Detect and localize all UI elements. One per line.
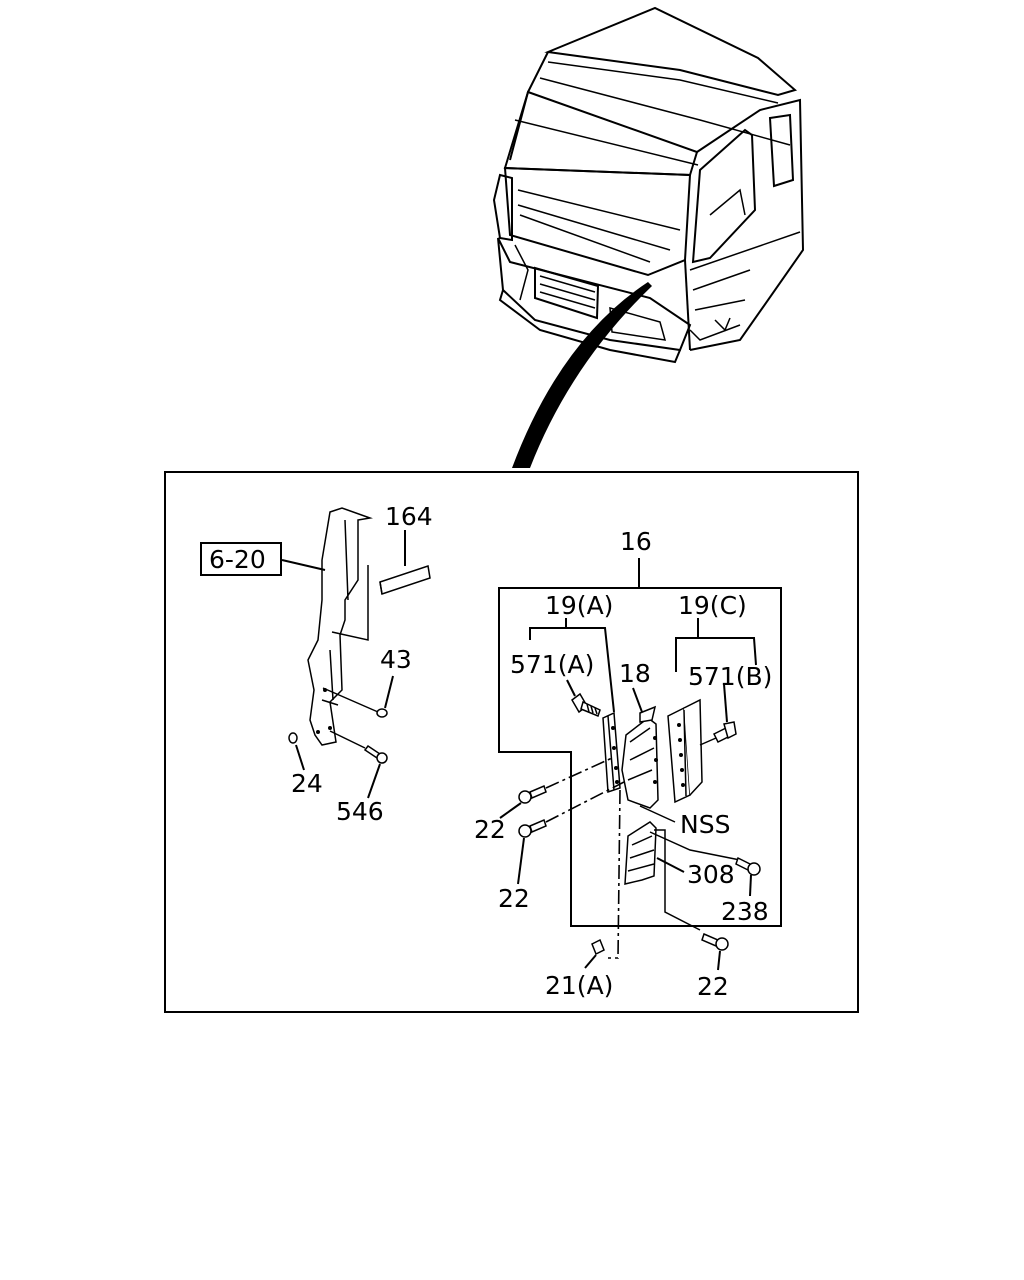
clip-21a-icon	[591, 938, 605, 956]
label-24: 24	[291, 769, 323, 798]
callout-pointer	[512, 282, 652, 468]
screw-22-bottom-icon	[701, 932, 729, 951]
label-571b: 571(B)	[688, 662, 772, 691]
screw-238-icon	[735, 856, 761, 876]
label-22-middle: 22	[498, 884, 530, 913]
label-546: 546	[336, 797, 384, 826]
pillar-panel-group	[281, 507, 431, 799]
side-cover-group	[498, 558, 782, 971]
reference-box-6-20	[200, 542, 282, 576]
detail-frame	[164, 471, 859, 1013]
label-22-bottom: 22	[697, 972, 729, 1001]
bolt-571b-icon	[699, 721, 737, 746]
screw-546-icon	[363, 744, 388, 764]
screw-22-middle-icon	[518, 818, 547, 838]
label-308: 308	[687, 860, 735, 889]
label-18: 18	[619, 659, 651, 688]
truck-cab-illustration	[492, 6, 805, 364]
label-19a: 19(A)	[545, 591, 613, 620]
label-nss: NSS	[680, 810, 730, 839]
label-19c: 19(C)	[678, 591, 747, 620]
label-571a: 571(A)	[510, 650, 594, 679]
label-16: 16	[620, 527, 652, 556]
label-164: 164	[385, 502, 433, 531]
label-21a: 21(A)	[545, 971, 613, 1000]
label-238: 238	[721, 897, 769, 926]
label-43: 43	[380, 645, 412, 674]
bolt-571a-icon	[571, 692, 601, 717]
label-22-upper: 22	[474, 815, 506, 844]
label-6-20: 6-20	[209, 545, 266, 574]
screw-22-upper-icon	[518, 784, 547, 804]
